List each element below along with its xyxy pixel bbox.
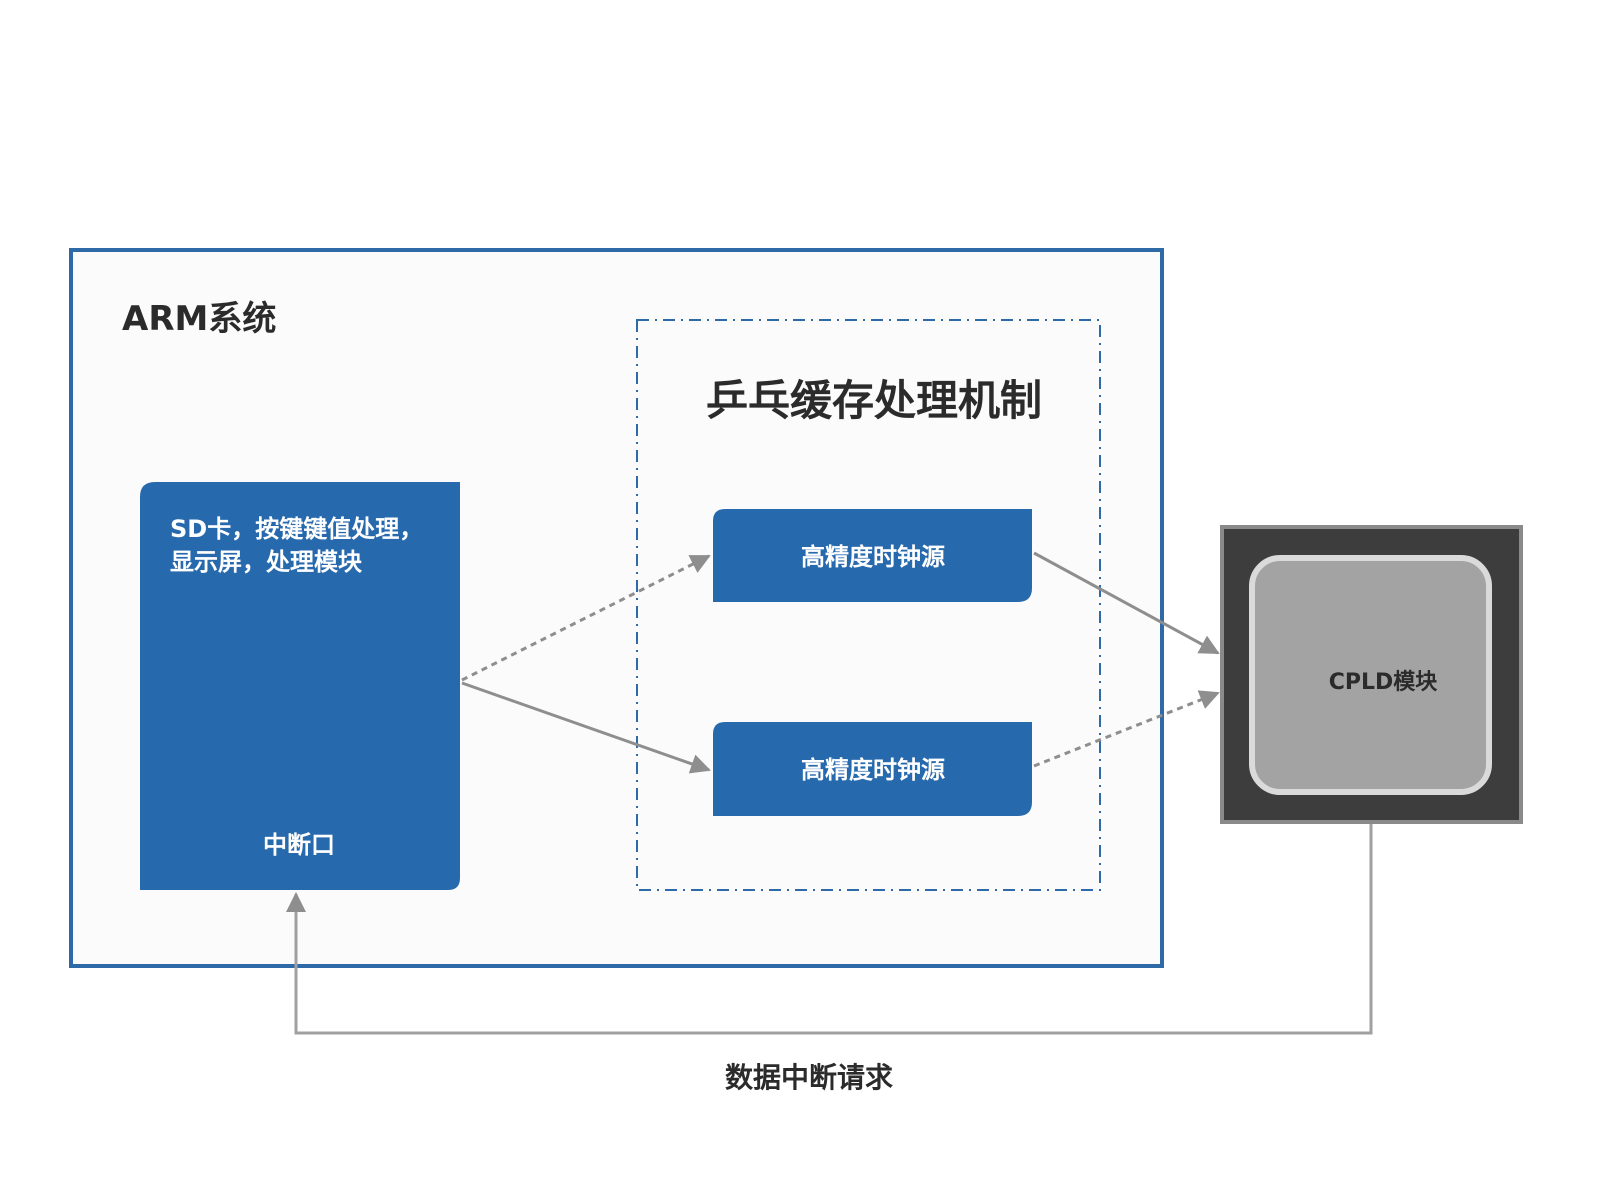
- clock-source-bottom: [713, 722, 1032, 816]
- interrupt-request-label: 数据中断请求: [725, 1061, 893, 1094]
- arm-module-label-line2: 显示屏，处理模块: [170, 548, 362, 576]
- cpld-chip-core: [1249, 555, 1492, 795]
- arm-system-title: ARM系统: [122, 299, 276, 339]
- cpld-label: CPLD模块: [1329, 670, 1439, 695]
- arm-module-label-line1: SD卡，按键键值处理，: [170, 515, 423, 543]
- clock-source-bottom-label: 高精度时钟源: [801, 756, 945, 784]
- dashed-arrow-arm-to-top-clock: [461, 554, 711, 682]
- interrupt-port-label: 中断口: [263, 831, 335, 859]
- interrupt-request-arrow: [286, 824, 1373, 1035]
- solid-arrow-arm-to-bottom-clock: [461, 681, 711, 774]
- pingpong-region: [636, 319, 1101, 891]
- arm-processing-module: [140, 482, 460, 890]
- solid-arrow-top-clock-to-cpld: [1033, 551, 1220, 655]
- clock-source-top: [713, 509, 1032, 602]
- clock-source-top-label: 高精度时钟源: [801, 543, 945, 571]
- pingpong-title: 乒乓缓存处理机制: [706, 376, 1042, 425]
